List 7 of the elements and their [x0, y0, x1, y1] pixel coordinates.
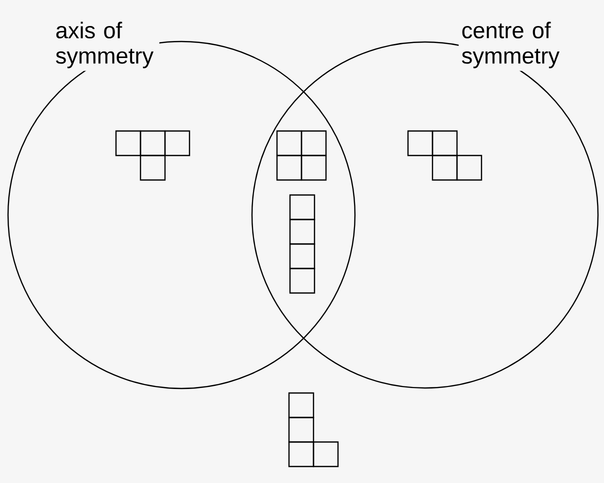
- node-label: axis of: [56, 22, 122, 38]
- tetromino-drawing: [288, 392, 339, 468]
- tetromino-drawing: [289, 194, 316, 294]
- tetromino-drawing: [115, 130, 190, 181]
- tetromino-drawing: [407, 130, 482, 181]
- node-label: centre of: [462, 22, 551, 38]
- tetromino-drawing: [276, 130, 327, 181]
